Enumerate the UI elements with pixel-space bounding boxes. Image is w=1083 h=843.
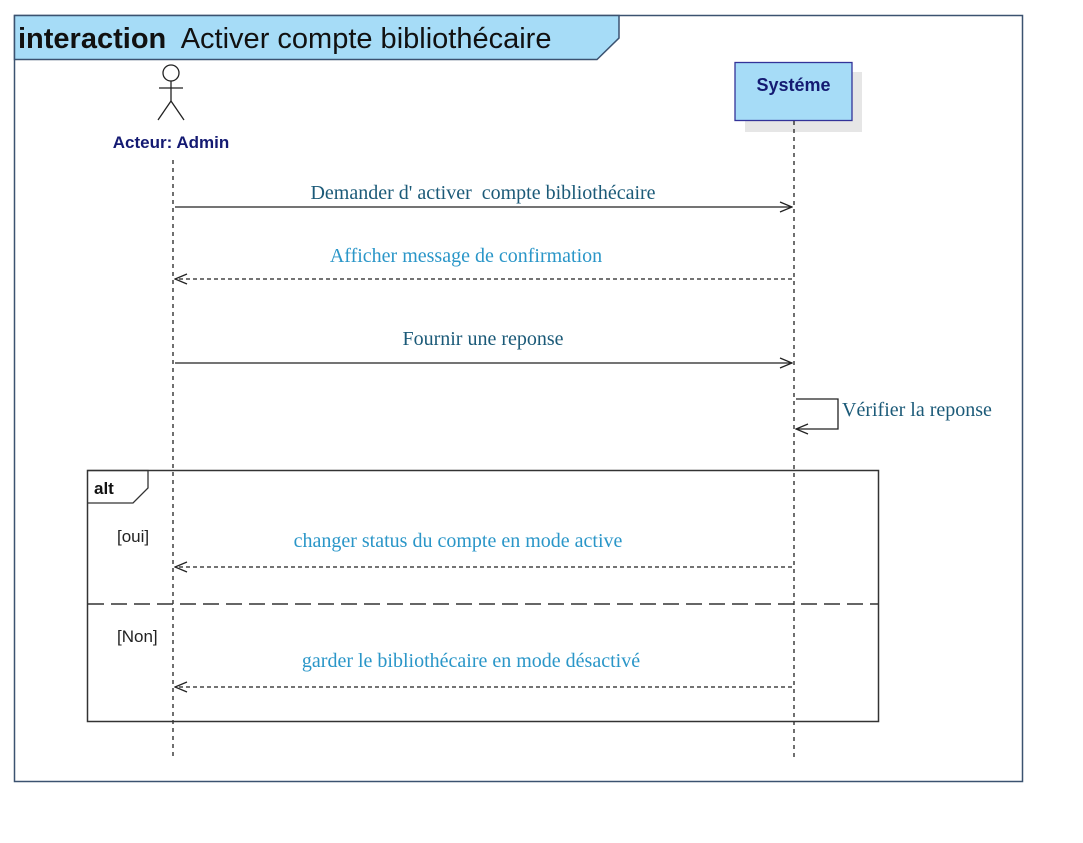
frame-title-tab [13, 14, 620, 61]
message-label-confirmation: Afficher message de confirmation [330, 245, 602, 267]
message-label-keep-disabled: garder le bibliothécaire en mode désacti… [302, 650, 640, 672]
message-label-activate: changer status du compte en mode active [294, 530, 623, 552]
frame-title-text: Activer compte bibliothécaire [181, 23, 552, 55]
alt-fragment-tab [87, 469, 149, 504]
alt-fragment [86, 469, 880, 723]
message-label-request: Demander d' activer compte bibliothécair… [310, 182, 655, 204]
system-label: Systéme [756, 75, 830, 95]
self-message-label: Vérifier la reponse [842, 399, 992, 421]
frame-keyword: interaction [18, 23, 166, 55]
alt-label: alt [94, 479, 114, 498]
self-message-arrow [796, 398, 839, 429]
actor-label: Acteur: Admin [113, 133, 230, 152]
stick-figure-actor-icon [157, 64, 185, 121]
message-label-response: Fournir une reponse [402, 328, 563, 350]
guard-oui: [oui] [117, 527, 149, 546]
guard-non: [Non] [117, 627, 158, 646]
frame-title: interaction Activer compte bibliothécair… [18, 23, 551, 55]
system-box [734, 61, 853, 122]
